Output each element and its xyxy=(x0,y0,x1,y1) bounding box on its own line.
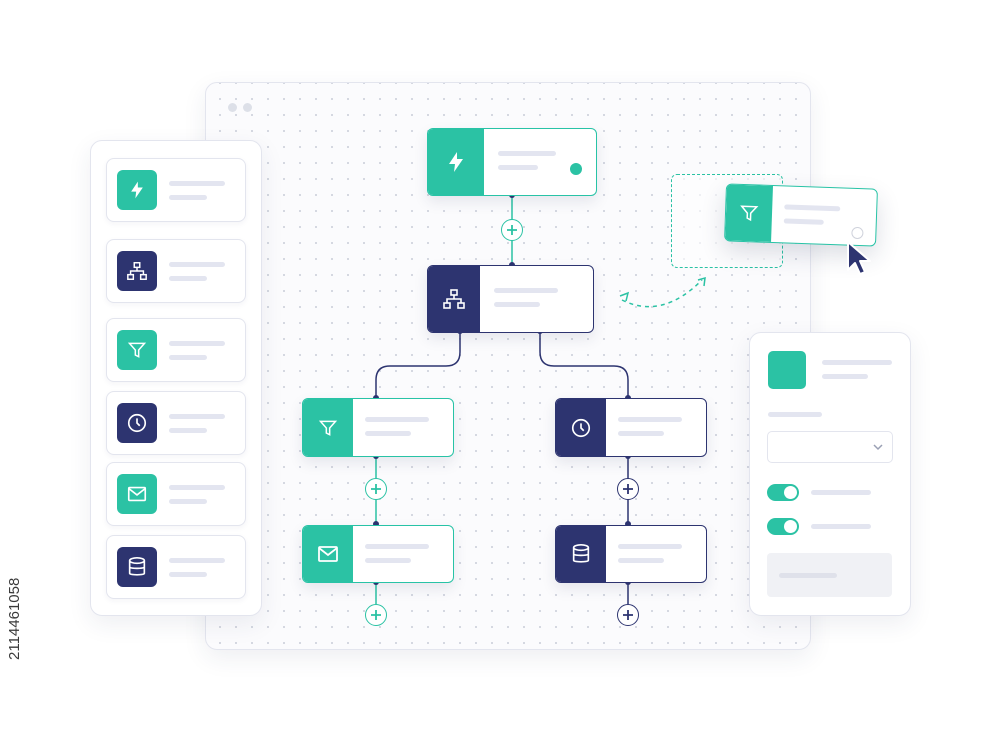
cursor-icon xyxy=(847,241,871,275)
add-step-button[interactable] xyxy=(617,604,639,626)
placeholder-line xyxy=(779,573,837,578)
placeholder-line xyxy=(169,355,207,360)
placeholder-line xyxy=(169,414,225,419)
plus-icon xyxy=(623,610,633,620)
chevron-down-icon xyxy=(873,444,883,451)
placeholder-line xyxy=(169,195,207,200)
placeholder-line xyxy=(169,341,225,346)
placeholder-line xyxy=(169,428,207,433)
placeholder-line xyxy=(169,262,225,267)
node-thumbnail xyxy=(768,351,806,389)
filter-icon xyxy=(303,399,353,456)
add-step-button[interactable] xyxy=(365,478,387,500)
placeholder-line xyxy=(365,431,411,436)
lightning-icon xyxy=(117,170,157,210)
window-dot xyxy=(228,103,237,112)
placeholder-line xyxy=(498,151,556,156)
palette-item-delay[interactable] xyxy=(106,391,246,455)
node-palette xyxy=(90,140,262,616)
placeholder-line xyxy=(618,544,682,549)
placeholder-line xyxy=(618,417,682,422)
placeholder-line xyxy=(498,165,538,170)
placeholder-line xyxy=(494,288,558,293)
palette-item-filter[interactable] xyxy=(106,318,246,382)
placeholder-line xyxy=(822,360,892,365)
node-trigger[interactable] xyxy=(427,128,597,196)
placeholder-line xyxy=(169,485,225,490)
placeholder-line xyxy=(811,490,871,495)
plus-icon xyxy=(623,484,633,494)
toggle-switch[interactable] xyxy=(767,518,799,535)
dropdown-select[interactable] xyxy=(767,431,893,463)
placeholder-line xyxy=(169,499,207,504)
dragging-node[interactable] xyxy=(724,183,878,247)
node-branch[interactable] xyxy=(427,265,594,333)
palette-item-email[interactable] xyxy=(106,462,246,526)
placeholder-line xyxy=(822,374,868,379)
filter-icon xyxy=(725,184,773,242)
status-dot xyxy=(570,163,582,175)
placeholder-line xyxy=(169,276,207,281)
hierarchy-icon xyxy=(428,266,480,332)
database-icon xyxy=(556,526,606,582)
placeholder-line xyxy=(768,412,822,417)
placeholder-line xyxy=(169,572,207,577)
placeholder-line xyxy=(494,302,540,307)
save-button[interactable] xyxy=(767,553,892,597)
placeholder-line xyxy=(811,524,871,529)
plus-icon xyxy=(507,225,517,235)
placeholder-line xyxy=(618,431,664,436)
hierarchy-icon xyxy=(117,251,157,291)
window-dot xyxy=(243,103,252,112)
filter-icon xyxy=(117,330,157,370)
placeholder-line xyxy=(365,544,429,549)
node-delay[interactable] xyxy=(555,398,707,457)
placeholder-line xyxy=(784,204,841,212)
node-filter[interactable] xyxy=(302,398,454,457)
palette-item-branch[interactable] xyxy=(106,239,246,303)
add-step-button[interactable] xyxy=(365,604,387,626)
add-step-button[interactable] xyxy=(617,478,639,500)
placeholder-line xyxy=(365,558,411,563)
mail-icon xyxy=(117,474,157,514)
database-icon xyxy=(117,547,157,587)
node-email[interactable] xyxy=(302,525,454,583)
plus-icon xyxy=(371,610,381,620)
clock-icon xyxy=(117,403,157,443)
clock-icon xyxy=(556,399,606,456)
settings-panel xyxy=(749,332,911,616)
placeholder-line xyxy=(365,417,429,422)
placeholder-line xyxy=(783,218,824,225)
placeholder-line xyxy=(169,181,225,186)
mail-icon xyxy=(303,526,353,582)
toggle-switch[interactable] xyxy=(767,484,799,501)
status-dot xyxy=(851,226,864,240)
placeholder-line xyxy=(618,558,664,563)
placeholder-line xyxy=(169,558,225,563)
palette-item-trigger[interactable] xyxy=(106,158,246,222)
watermark-id: 2114461058 xyxy=(6,577,23,660)
add-step-button[interactable] xyxy=(501,219,523,241)
node-storage[interactable] xyxy=(555,525,707,583)
palette-item-storage[interactable] xyxy=(106,535,246,599)
lightning-icon xyxy=(428,129,484,195)
plus-icon xyxy=(371,484,381,494)
